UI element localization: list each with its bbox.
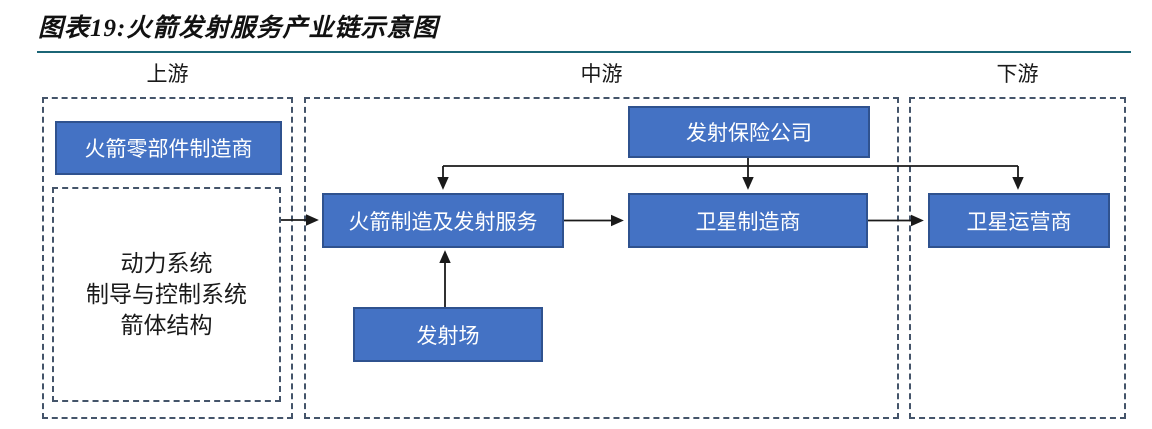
node-label: 卫星运营商 [966,210,1072,234]
title-underline [37,51,1131,53]
subsystem-rocket-structure: 箭体结构 [120,312,213,338]
midstream-section-box [304,97,899,419]
midstream-header: 中游 [580,63,623,86]
subsystem-guidance-control: 制导与控制系统 [86,281,247,307]
downstream-header: 下游 [996,63,1039,86]
upstream-header: 上游 [146,63,189,86]
node-launch-insurance-company: 发射保险公司 [628,106,870,158]
node-launch-site: 发射场 [353,307,543,362]
node-label: 发射场 [416,324,480,348]
node-rocket-manufacturing-launch-service: 火箭制造及发射服务 [322,193,564,248]
node-label: 卫星制造商 [695,210,801,234]
downstream-section-box [909,97,1126,419]
node-label: 发射保险公司 [686,122,812,145]
node-subsystems-list: 动力系统 制导与控制系统 箭体结构 [52,187,281,402]
node-rocket-parts-manufacturer: 火箭零部件制造商 [55,121,282,175]
upstream-section-box [42,97,293,419]
subsystem-power: 动力系统 [120,250,213,276]
node-label: 火箭零部件制造商 [84,138,253,161]
node-satellite-manufacturer: 卫星制造商 [628,193,868,248]
node-satellite-operator: 卫星运营商 [928,193,1110,248]
figure-title: 图表19:火箭发射服务产业链示意图 [38,15,439,42]
node-label: 火箭制造及发射服务 [348,210,538,234]
